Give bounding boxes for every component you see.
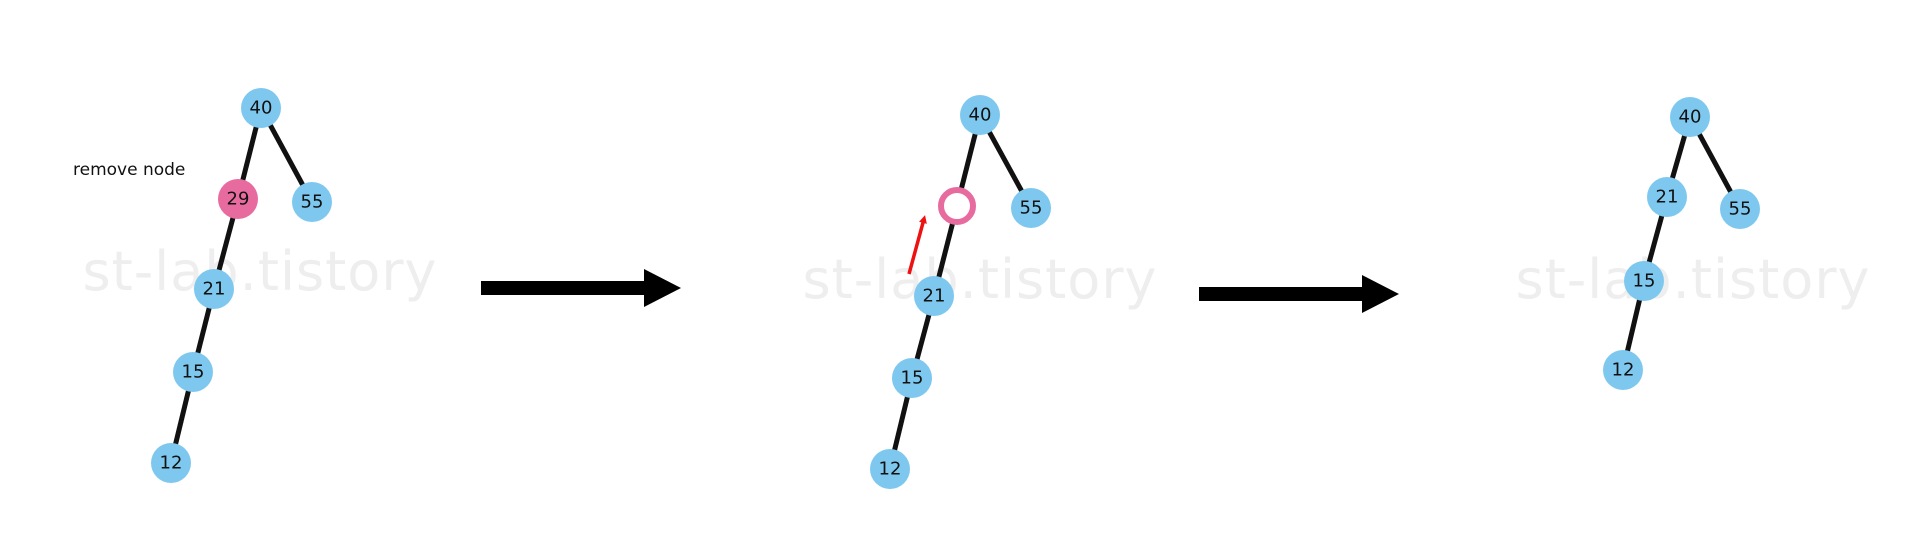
node-label: 21 bbox=[203, 279, 226, 300]
panel-after: 40 21 55 15 12 bbox=[1603, 97, 1760, 390]
node-circle bbox=[914, 276, 954, 316]
node-label: 12 bbox=[160, 453, 183, 474]
node-circle bbox=[241, 88, 281, 128]
tree-node: 12 bbox=[1603, 350, 1643, 390]
empty-slot-ring bbox=[938, 187, 976, 225]
step-arrow-1 bbox=[481, 269, 681, 307]
node-circle bbox=[151, 443, 191, 483]
tree-node: 15 bbox=[1624, 261, 1664, 301]
node-circle bbox=[960, 95, 1000, 135]
node-label: 55 bbox=[301, 192, 324, 213]
node-label: 15 bbox=[182, 362, 205, 383]
remove-node-caption: remove node bbox=[73, 160, 185, 180]
move-up-arrow bbox=[907, 215, 927, 275]
step-arrow-2 bbox=[1199, 275, 1399, 313]
node-label: 40 bbox=[969, 105, 992, 126]
tree-node: 55 bbox=[1011, 188, 1051, 228]
node-circle bbox=[1603, 350, 1643, 390]
tree-node: 12 bbox=[151, 443, 191, 483]
tree-node: 55 bbox=[1720, 189, 1760, 229]
step-arrow-shaft bbox=[481, 281, 647, 295]
node-circle bbox=[194, 269, 234, 309]
watermark-after: st-lab.tistory bbox=[1515, 248, 1870, 311]
node-label: 21 bbox=[923, 286, 946, 307]
panel-before: 40 29 55 21 15 12 bbox=[151, 88, 332, 483]
edges-after bbox=[1620, 115, 1743, 371]
node-label: 40 bbox=[1679, 107, 1702, 128]
node-circle bbox=[218, 179, 258, 219]
node-circle bbox=[892, 358, 932, 398]
node-circle bbox=[1647, 177, 1687, 217]
tree-node: 55 bbox=[292, 182, 332, 222]
node-label: 55 bbox=[1729, 199, 1752, 220]
node-circle bbox=[1720, 189, 1760, 229]
node-label: 15 bbox=[1633, 271, 1656, 292]
node-label: 29 bbox=[227, 189, 250, 210]
node-label: 12 bbox=[1612, 360, 1635, 381]
tree-node: 40 bbox=[1670, 97, 1710, 137]
tree-node: 15 bbox=[892, 358, 932, 398]
watermark-during: st-lab.tistory bbox=[802, 248, 1157, 311]
node-label: 21 bbox=[1656, 187, 1679, 208]
step-arrow-head bbox=[1362, 275, 1399, 313]
node-label: 40 bbox=[250, 98, 273, 119]
tree-node: 40 bbox=[241, 88, 281, 128]
node-label: 55 bbox=[1020, 198, 1043, 219]
tree-node: 40 bbox=[960, 95, 1000, 135]
node-circle bbox=[1624, 261, 1664, 301]
tree-node: 15 bbox=[173, 352, 213, 392]
tree-node: 21 bbox=[914, 276, 954, 316]
node-circle bbox=[173, 352, 213, 392]
watermark-before: st-lab.tistory bbox=[82, 240, 437, 303]
tree-node: 12 bbox=[870, 449, 910, 489]
node-circle bbox=[1011, 188, 1051, 228]
node-label: 15 bbox=[901, 368, 924, 389]
step-arrow-head bbox=[644, 269, 681, 307]
tree-node: 21 bbox=[1647, 177, 1687, 217]
empty-slot-node bbox=[938, 187, 976, 225]
tree-node: 21 bbox=[194, 269, 234, 309]
removed-tree-node: 29 bbox=[218, 179, 258, 219]
node-circle bbox=[870, 449, 910, 489]
node-circle bbox=[1670, 97, 1710, 137]
panel-during: 40 55 21 15 12 bbox=[870, 95, 1051, 489]
node-label: 12 bbox=[879, 459, 902, 480]
step-arrow-shaft bbox=[1199, 287, 1365, 301]
node-circle bbox=[292, 182, 332, 222]
